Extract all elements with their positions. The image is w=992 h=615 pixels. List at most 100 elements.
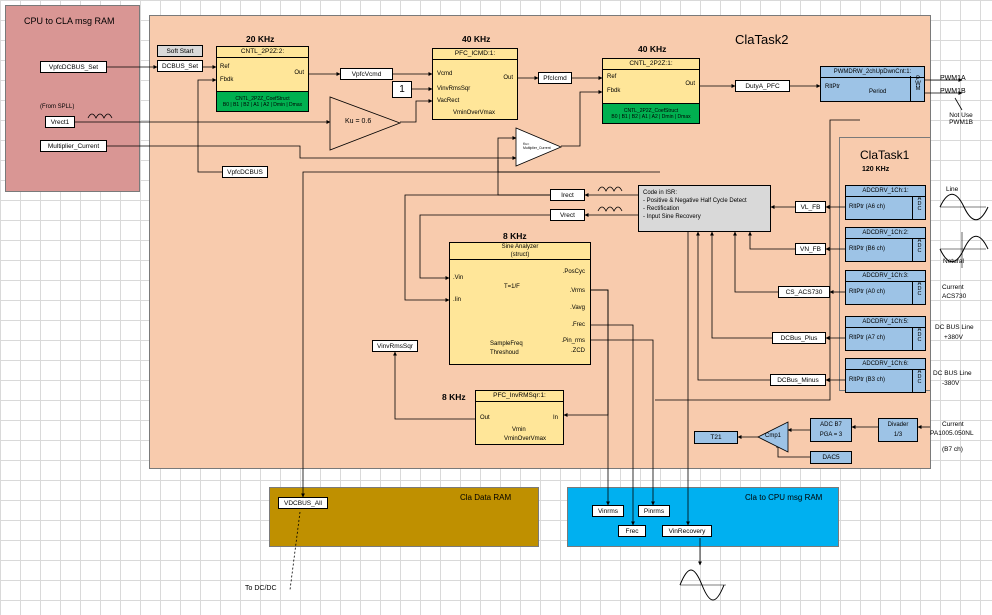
cmp-triangle [757,421,789,453]
dcbus-minus-label: DC BUS Line [933,370,972,377]
adc-2-tag-text: ADC [916,238,923,253]
cntl2-title: CNTL_2P2Z:1: [603,59,699,70]
cla-to-cpu-title: Cla to CPU msg RAM [745,493,823,502]
cntl1-fbdk: Fbdk [220,77,234,83]
pwm-block: PWMDRW_2chUpDwnCnt:1: RltPtr Period [820,66,925,102]
pwm-period: Period [869,89,887,95]
dcbus-minus-box: DCBus_Minus [770,374,826,386]
sine-poscyc: .PosCyc [562,269,585,275]
wire-dcplus [710,231,772,339]
adc-5-title: ADCDRV_1Ch:5: [846,317,925,328]
ku-gain-triangle [329,96,402,151]
inductor-vrect1 [87,113,113,119]
mult-triangle [515,127,563,167]
sine-vavg: .Vavg [570,305,585,311]
adc-block-5: ADCDRV_1Ch:5: RltPtr (A7 ch) ADC [845,316,926,351]
adc-block-3: ADCDRV_1Ch:3: RltPtr (A0 ch) ADC [845,270,926,305]
adc-3-tag-text: ADC [916,281,923,296]
irect-box: Irect [550,189,585,201]
sine-zcd: .ZCD [571,348,585,354]
adc-3-ptr: RltPtr (A0 ch) [849,289,886,295]
freq-40k-b-label: 40 KHz [638,44,667,54]
const-one-box: 1 [392,81,412,98]
vdcbus-all-box: VDCBUS_All [278,497,328,509]
sine-title: Sine Analyzer [501,244,539,250]
pwm-rltptr: RltPtr [825,84,840,90]
wire-vrms-invrms [563,289,609,417]
sine-frec: .Frec [571,322,585,328]
invrms-title: PFC_InvRMSqr:1: [476,391,563,402]
cntl2-ref: Ref [607,74,617,80]
adc-block-2: ADCDRV_1Ch:2: RltPtr (B6 ch) ADC [845,227,926,262]
vpfc-dcbus-set-box: VpfcDCBUS_Set [40,61,107,73]
adc-1-ptr: RltPtr (A6 ch) [849,204,886,210]
vn-fb-box: VN_FB [795,243,826,255]
cla-data-ram-title: Cla Data RAM [460,493,512,502]
plus380-label: +380V [944,334,963,341]
current-pa-l1: Current [942,421,964,428]
cmp1-label: Cmp1 [765,433,782,439]
dcbus-plus-box: DCBus_Plus [772,332,826,344]
ku-label: Ku = 0.6 [345,118,372,125]
invrms-in: In [552,415,558,421]
pfc-icmd-block: PFC_ICMD:1: Vcmd VinvRmsSqr VacRect Vmin… [432,48,518,120]
acs730-label: ACS730 [942,293,967,300]
adc-6-ptr: RltPtr (B3 ch) [849,377,886,383]
cpu-to-cla-title: CPU to CLA msg RAM [24,16,115,26]
cla-data-ram-region [269,487,539,547]
cntl2-fbdk: Fbdk [607,88,621,94]
wire-dcminus [696,231,770,381]
freq-120k: 120 KHz [862,166,890,173]
wire-ku-vacrect [400,99,433,123]
wire-cs [733,231,778,293]
cntl1-out: Out [294,70,304,76]
vinrecovery-box: VinRecovery [662,525,712,537]
wire-dac-cmp [776,443,810,458]
vinvrmssqr-box: VinvRmsSqr [372,340,418,352]
adc-6-title: ADCDRV_1Ch:6: [846,359,925,370]
minus380-label: -380V [942,380,960,387]
isr-line-1: - Positive & Negative Half Cycle Detect [643,198,747,204]
cs-acs730-box: CS_ACS730 [778,286,830,298]
adc-3-title: ADCDRV_1Ch:3: [846,271,925,282]
adc-2-title: ADCDRV_1Ch:2: [846,228,925,239]
pfc-icmd-title: PFC_ICMD:1: [433,49,517,60]
t21-box: T21 [694,431,738,444]
netural-label: Netural [943,258,964,265]
adc-block-6: ADCDRV_1Ch:6: RltPtr (B3 ch) ADC [845,358,926,393]
cntl1-coef: CNTL_2P2Z_CoefStruct B0 | B1 | B2 | A1 |… [216,91,309,112]
wire-vrms-out [591,289,610,506]
adc-2-ptr: RltPtr (B6 ch) [849,246,886,252]
dac5-box: DAC5 [810,451,852,464]
pwm-note-label: Not Use PWM1B [949,112,973,126]
line-label: Line [946,186,959,193]
soft-start-title: Soft Start [157,45,203,57]
freq-8k-a-label: 8 KHz [503,231,527,241]
multiplier-current-box: Multiplier_Current [40,140,107,152]
adc-5-tag: ADC [912,327,926,351]
sine-pinrms: .Pin_rms [561,338,585,344]
sine-samplefreq: SampleFreq [490,341,523,347]
wire-vrect-sine [419,214,550,280]
pfc-icmd-vinvrms: VinvRmsSqr [437,86,471,92]
pwm1a-label: PWM1A [940,75,966,82]
divider-line2: 1/3 [893,432,903,438]
cpu-to-cla-region [5,5,140,192]
dcbus-plus-label: DC BUS Line [935,324,974,331]
invrms-block: PFC_InvRMSqr:1: Out In Vmin VminOverVmax [475,390,564,445]
pwm1b-label: PWM1B [940,88,966,95]
pfc-icmd-vmin: VminOverVmax [453,110,496,116]
divider-line1: Divader [887,422,909,428]
current-pa-l2: PA1005.050NL [930,430,974,437]
adc-b7-line2: PGA = 3 [819,432,843,438]
clatask2-title: ClaTask2 [735,32,789,47]
invrms-vmov: VminOverVmax [504,436,547,442]
freq-8k-b-label: 8 KHz [442,392,466,402]
freq-20k-label: 20 KHz [246,34,275,44]
wire-irect-sine [404,194,550,302]
adc-b7-line1: ADC B7 [820,422,842,428]
cntl1-coef-title: CNTL_2P2Z_CoefStruct [235,95,290,102]
invrms-out: Out [480,415,490,421]
current-label: Current [942,284,964,291]
adc-6-tag: ADC [912,369,926,393]
